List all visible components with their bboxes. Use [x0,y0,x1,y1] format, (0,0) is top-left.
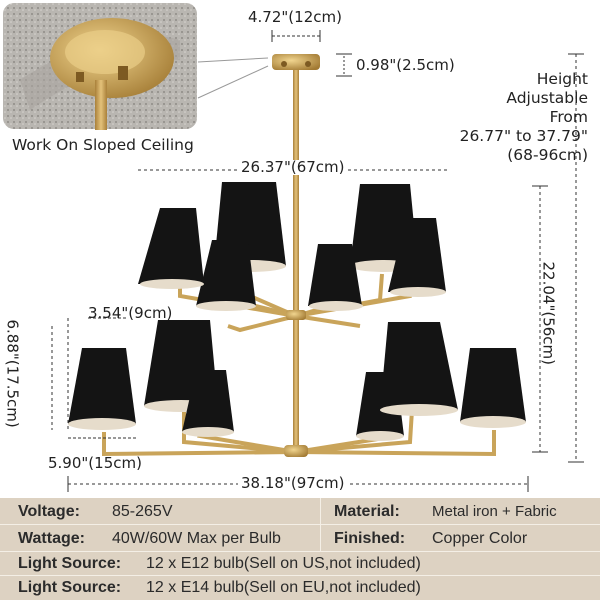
height-note-line2: Adjustable [506,89,588,107]
height-note-line5: (68-96cm) [507,146,588,164]
spec-divider [0,524,600,525]
product-diagram: Work On Sloped Ceiling 4.72"(12cm) 0.98"… [1,1,588,492]
height-note-line1: Height [536,70,588,88]
wattage-label: Wattage: [18,530,85,547]
height-note-line3: From [549,108,588,126]
shade-bottom-width-label: 5.90"(15cm) [48,454,142,472]
finished-label: Finished: [334,530,406,547]
spec-column-divider [320,498,321,552]
material-label: Material: [334,503,400,520]
lower-shades [68,320,526,441]
center-rod [293,70,299,450]
wattage-value: 40W/60W Max per Bulb [112,530,281,547]
height-note: Height Adjustable From 26.77" to 37.79" … [460,70,588,165]
body-height-label: 22.04"(56cm) [540,261,558,382]
canopy-width-label: 4.72"(12cm) [248,8,342,26]
ceiling-canopy [272,54,320,70]
total-width-label: 38.18"(97cm) [238,476,348,491]
canopy-height-label: 0.98"(2.5cm) [356,56,455,74]
light-source-us-label: Light Source: [18,555,122,572]
inset-caption: Work On Sloped Ceiling [12,136,194,154]
top-width-label: 26.37"(67cm) [238,160,348,175]
chandelier-illustration [1,1,584,492]
spec-divider [0,551,600,552]
light-source-eu-value: 12 x E14 bulb(Sell on EU,not included) [146,579,421,596]
spec-divider [0,575,600,576]
finished-value: Copper Color [432,530,528,547]
height-note-line4: 26.77" to 37.79" [459,127,588,145]
shade-top-width-label: 3.54"(9cm) [88,304,173,322]
light-source-eu-label: Light Source: [18,579,122,596]
sloped-ceiling-inset [1,1,199,131]
voltage-value: 85-265V [112,503,173,520]
spec-panel: Voltage: 85-265V Material: Metal iron + … [0,498,600,600]
upper-shades [138,182,446,311]
light-source-us-value: 12 x E12 bulb(Sell on US,not included) [146,555,421,572]
material-value: Metal iron + Fabric [432,503,557,520]
shade-height-label: 6.88"(17.5cm) [3,319,22,428]
voltage-label: Voltage: [18,503,80,520]
